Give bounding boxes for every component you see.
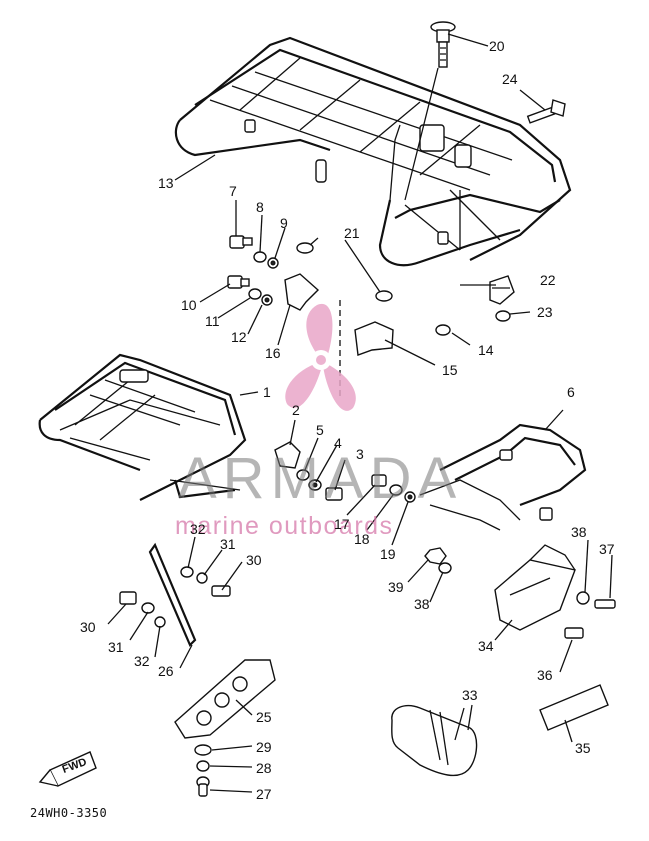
watermark-brand: ARMADA — [178, 446, 463, 511]
callout-1: 1 — [263, 384, 271, 400]
watermark-tagline: marine outboards — [175, 512, 394, 540]
callout-3: 3 — [356, 446, 364, 462]
callout-36: 36 — [537, 667, 553, 683]
callout-38-lower: 38 — [414, 596, 430, 612]
callout-34: 34 — [478, 638, 494, 654]
box-34-drawing — [494, 544, 616, 639]
callout-39: 39 — [388, 579, 404, 595]
leader-lines — [107, 33, 613, 793]
callout-31-lower: 31 — [108, 639, 124, 655]
callout-19: 19 — [380, 546, 396, 562]
guard-6-drawing — [419, 423, 587, 531]
callout-37: 37 — [599, 541, 615, 557]
callout-32-lower: 32 — [134, 653, 150, 669]
front-carrier-drawing — [38, 353, 247, 501]
callout-6: 6 — [567, 384, 575, 400]
callout-16: 16 — [265, 345, 281, 361]
watermark-propeller-logo — [285, 303, 356, 411]
stay-plate-drawing — [119, 542, 276, 797]
diagram-part-code: 24WH0-3350 — [30, 806, 108, 820]
callout-22: 22 — [540, 272, 556, 288]
callout-11: 11 — [205, 313, 220, 329]
callout-8: 8 — [256, 199, 264, 215]
callout-18: 18 — [354, 531, 370, 547]
callout-32-upper: 32 — [190, 521, 206, 537]
callout-35: 35 — [575, 740, 591, 756]
toolkit-33-drawing — [391, 704, 478, 777]
nut-39-drawing — [424, 547, 452, 574]
fasteners-2-5-drawing — [274, 441, 416, 503]
callout-21: 21 — [344, 225, 360, 241]
callout-27: 27 — [256, 786, 272, 802]
brackets-drawing — [284, 242, 515, 400]
callout-9: 9 — [280, 215, 288, 231]
callout-15: 15 — [442, 362, 458, 378]
callout-31-upper: 31 — [220, 536, 236, 552]
bolt-20-drawing — [404, 21, 456, 201]
callout-10: 10 — [181, 297, 197, 313]
callout-13: 13 — [158, 175, 174, 191]
callout-24: 24 — [502, 71, 518, 87]
callout-5: 5 — [316, 422, 324, 438]
callout-28: 28 — [256, 760, 272, 776]
callout-23: 23 — [537, 304, 553, 320]
callout-17: 17 — [334, 516, 350, 532]
callout-33: 33 — [462, 687, 478, 703]
callout-4: 4 — [334, 435, 342, 451]
callout-38-upper: 38 — [571, 524, 587, 540]
rear-carrier-drawing — [174, 36, 572, 267]
callout-25: 25 — [256, 709, 272, 725]
bolt-24-drawing — [526, 99, 566, 124]
callout-2: 2 — [292, 402, 300, 418]
fasteners-7-12-drawing — [227, 235, 279, 306]
fwd-arrow-drawing — [38, 751, 97, 787]
callout-20: 20 — [489, 38, 505, 54]
callout-29: 29 — [256, 739, 272, 755]
callout-26: 26 — [158, 663, 174, 679]
callout-30-lower: 30 — [80, 619, 96, 635]
callout-12: 12 — [231, 329, 247, 345]
callout-7: 7 — [229, 183, 237, 199]
callout-30-upper: 30 — [246, 552, 262, 568]
strap-35-drawing — [539, 684, 609, 731]
callout-14: 14 — [478, 342, 494, 358]
